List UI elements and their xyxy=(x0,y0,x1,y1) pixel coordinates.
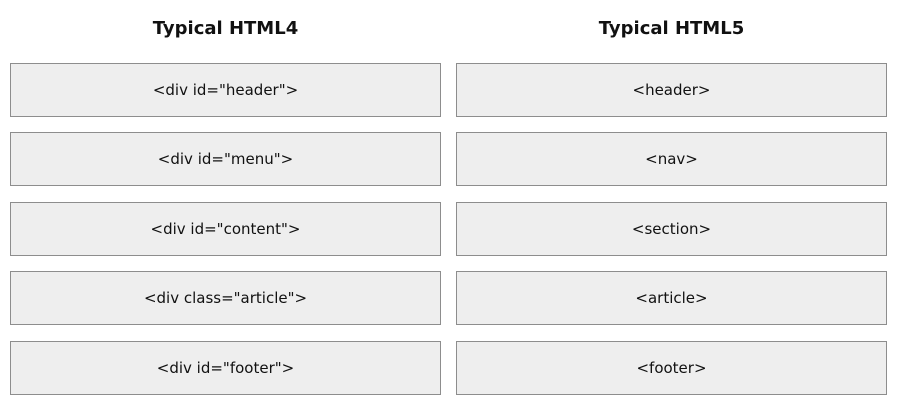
html4-article-box: <div class="article"> xyxy=(10,271,441,325)
html5-column-title: Typical HTML5 xyxy=(598,18,745,39)
html4-content-box: <div id="content"> xyxy=(10,202,441,256)
html5-section-box: <section> xyxy=(456,202,887,256)
html5-footer-box: <footer> xyxy=(456,341,887,395)
html5-nav-box: <nav> xyxy=(456,132,887,186)
html4-column-title: Typical HTML4 xyxy=(152,18,299,39)
html5-header-box: <header> xyxy=(456,63,887,117)
html4-column: Typical HTML4 <div id="header"> <div id=… xyxy=(10,0,441,395)
html4-menu-box: <div id="menu"> xyxy=(10,132,441,186)
html5-column: Typical HTML5 <header> <nav> <section> <… xyxy=(456,0,887,395)
html5-article-box: <article> xyxy=(456,271,887,325)
html4-footer-box: <div id="footer"> xyxy=(10,341,441,395)
html4-header-box: <div id="header"> xyxy=(10,63,441,117)
